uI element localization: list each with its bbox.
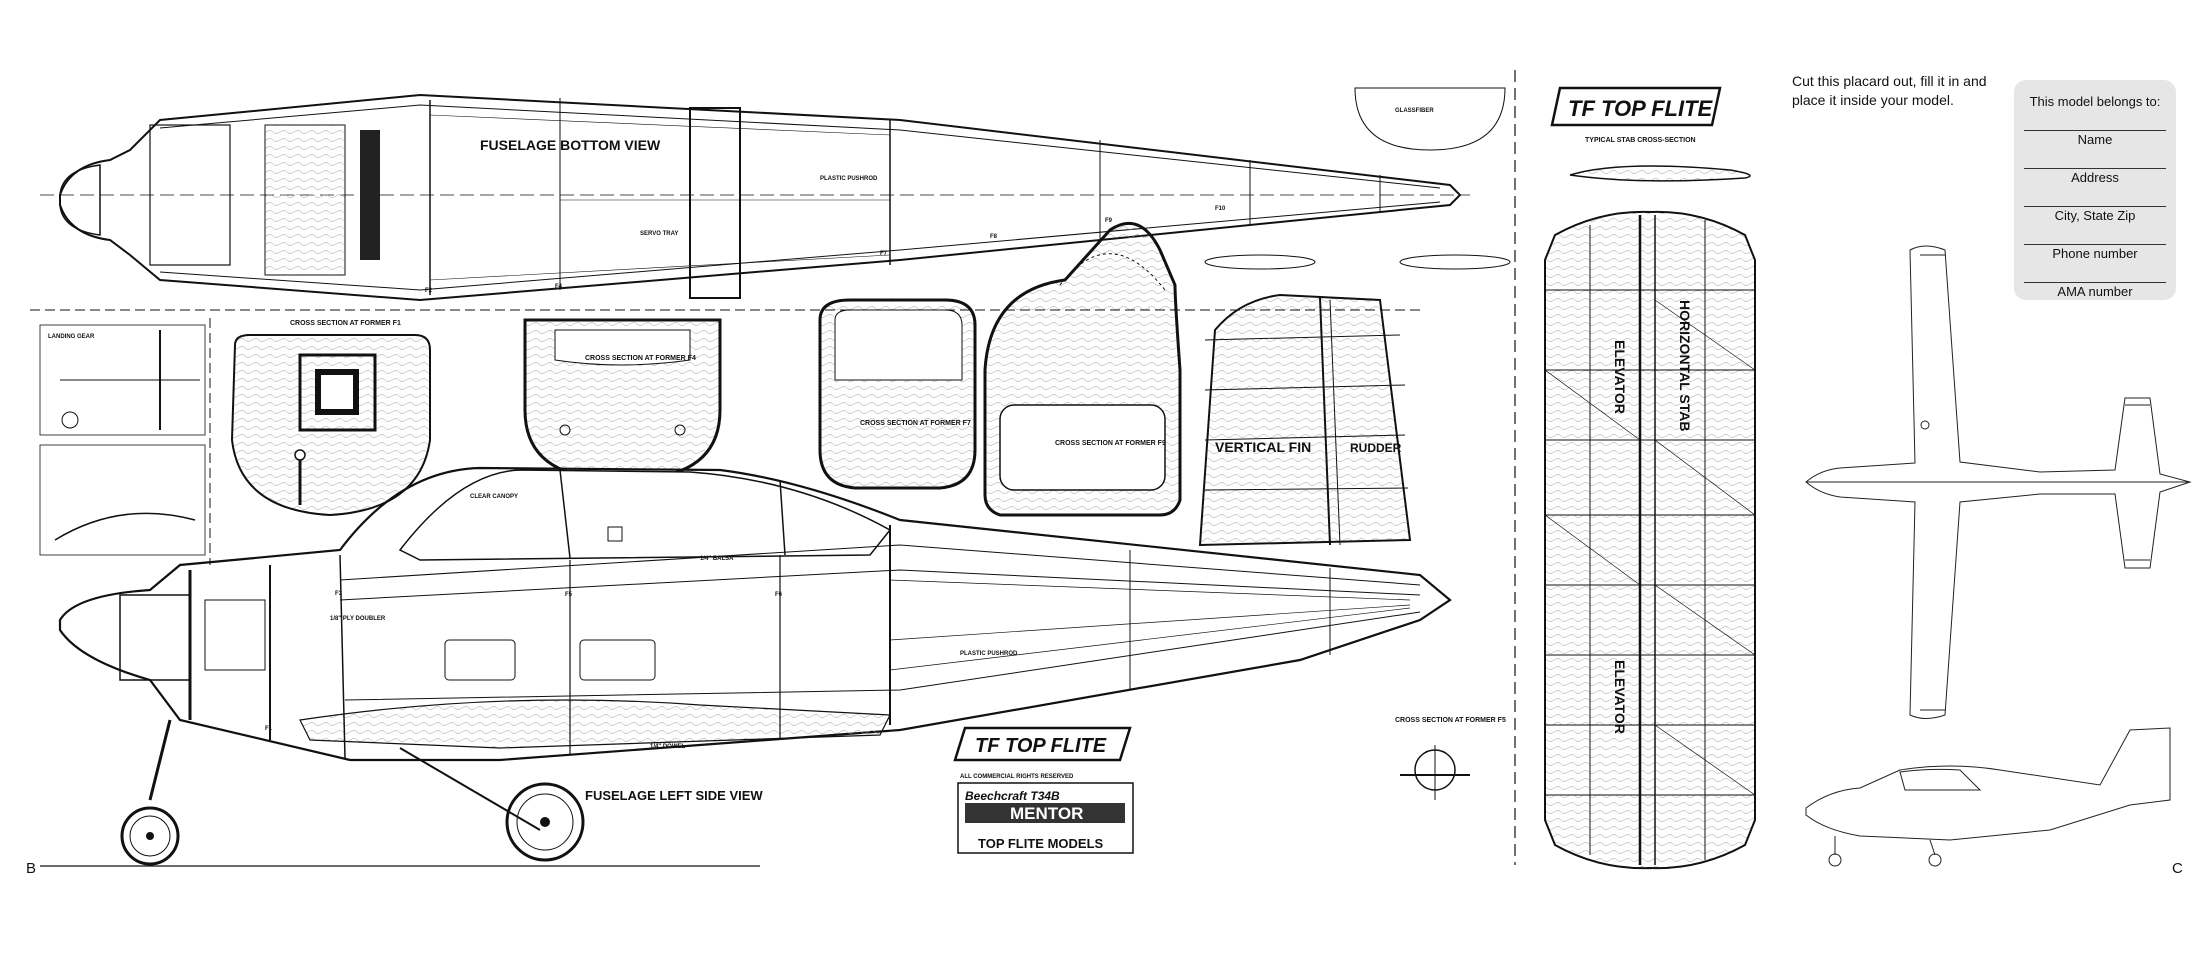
cross-section-f5: CROSS SECTION AT FORMER F5 <box>1395 717 1506 800</box>
former-f9-label: F9 <box>1105 218 1113 224</box>
cross-section-f1: CROSS SECTION AT FORMER F1 <box>230 320 431 517</box>
placard-heading: This model belongs to: <box>2029 94 2161 109</box>
model-name: Beechcraft T34B <box>965 789 1060 803</box>
former-f4-label: F4 <box>555 284 563 290</box>
rights-text: ALL COMMERCIAL RIGHTS RESERVED <box>960 774 1074 780</box>
servo-tray-label: SERVO TRAY <box>640 231 678 237</box>
fuselage-bottom-title: FUSELAGE BOTTOM VIEW <box>480 137 661 153</box>
fuselage-side-view: CLEAR CANOPY 1/8" PLY DOUBLER PLASTIC PU… <box>40 466 1452 867</box>
placard-field-name: Name <box>2077 132 2113 147</box>
placard-field-address: Address <box>2071 170 2119 185</box>
mentor-title: MENTOR <box>1010 804 1083 823</box>
stab-section: TF TOP FLITE TYPICAL STAB CROSS-SECTION … <box>1544 86 1756 870</box>
former-f5-label: F5 <box>565 592 573 598</box>
placard-rule <box>2024 244 2166 245</box>
cross-section-f4: CROSS SECTION AT FORMER F4 <box>523 318 722 480</box>
top-logo: TF TOP FLITE <box>1568 96 1714 121</box>
canopy-label: CLEAR CANOPY <box>470 494 518 500</box>
cross-section-f9: CROSS SECTION AT FORMER F9 <box>983 221 1182 517</box>
placard-field-phone: Phone number <box>2052 246 2138 261</box>
pushrod-side-label: PLASTIC PUSHROD <box>960 651 1018 657</box>
fuselage-side-title: FUSELAGE LEFT SIDE VIEW <box>585 788 763 803</box>
balsa-sheet-label: 1/4" BALSA <box>700 556 734 562</box>
former-f3-label: F3 <box>335 591 343 597</box>
cross-section-f7-title: CROSS SECTION AT FORMER F7 <box>860 420 971 427</box>
placard-rule <box>2024 168 2166 169</box>
fuselage-bottom-view: FUSELAGE BOTTOM VIEW F2 F4 F7 F8 F9 F10 … <box>40 87 1511 302</box>
placard-rule <box>2024 130 2166 131</box>
former-f10-label: F10 <box>1215 206 1226 212</box>
title-block: TF TOP FLITE ALL COMMERCIAL RIGHTS RESER… <box>953 726 1134 854</box>
aircraft-top-view <box>1805 245 2192 719</box>
ply-doubler-label: 1/8" PLY DOUBLER <box>330 616 386 622</box>
wing-dowel-label: 1/4" DOWEL <box>650 744 686 750</box>
title-logo: TF TOP FLITE <box>975 735 1107 757</box>
corner-marker-right: C <box>2172 860 2183 877</box>
elevator-bottom-title: ELEVATOR <box>1612 660 1628 734</box>
cross-section-f5-title: CROSS SECTION AT FORMER F5 <box>1395 717 1506 724</box>
elevator-top-title: ELEVATOR <box>1612 340 1628 414</box>
horizontal-stab-title: HORIZONTAL STAB <box>1677 300 1693 431</box>
placard-rule <box>2024 282 2166 283</box>
former-f8-label: F8 <box>990 234 998 240</box>
vertical-fin: VERTICAL FIN RUDDER <box>1198 293 1412 547</box>
former-f2-label: F2 <box>425 288 433 294</box>
rudder-title: RUDDER <box>1350 441 1402 455</box>
former-f6-label: F6 <box>775 592 783 598</box>
stab-cross-section-title: TYPICAL STAB CROSS-SECTION <box>1585 137 1696 144</box>
ownership-placard: This model belongs to: Name Address City… <box>2014 80 2176 300</box>
placard-instruction: Cut this placard out, fill it in and pla… <box>1792 73 1987 108</box>
placard-field-ama: AMA number <box>2057 284 2133 299</box>
vertical-fin-title: VERTICAL FIN <box>1215 439 1311 455</box>
nose-gear-detail: LANDING GEAR <box>39 324 206 556</box>
cross-section-f1-title: CROSS SECTION AT FORMER F1 <box>290 320 401 327</box>
placard-field-city: City, State Zip <box>2054 208 2136 223</box>
glassfiber-label: GLASSFIBER <box>1395 108 1434 114</box>
pushrod-label: PLASTIC PUSHROD <box>820 176 878 182</box>
cross-section-f7: CROSS SECTION AT FORMER F7 <box>818 298 977 490</box>
former-f7-label: F7 <box>880 251 888 257</box>
company-name: TOP FLITE MODELS <box>978 836 1104 851</box>
aircraft-side-view <box>1805 727 2171 867</box>
placard-rule <box>2024 206 2166 207</box>
cross-section-f4-title: CROSS SECTION AT FORMER F4 <box>585 355 696 362</box>
landing-gear-label: LANDING GEAR <box>48 334 95 340</box>
cross-section-f9-title: CROSS SECTION AT FORMER F9 <box>1055 440 1166 447</box>
corner-marker-left: B <box>26 860 37 877</box>
former-f1-side-label: F1 <box>265 726 273 732</box>
